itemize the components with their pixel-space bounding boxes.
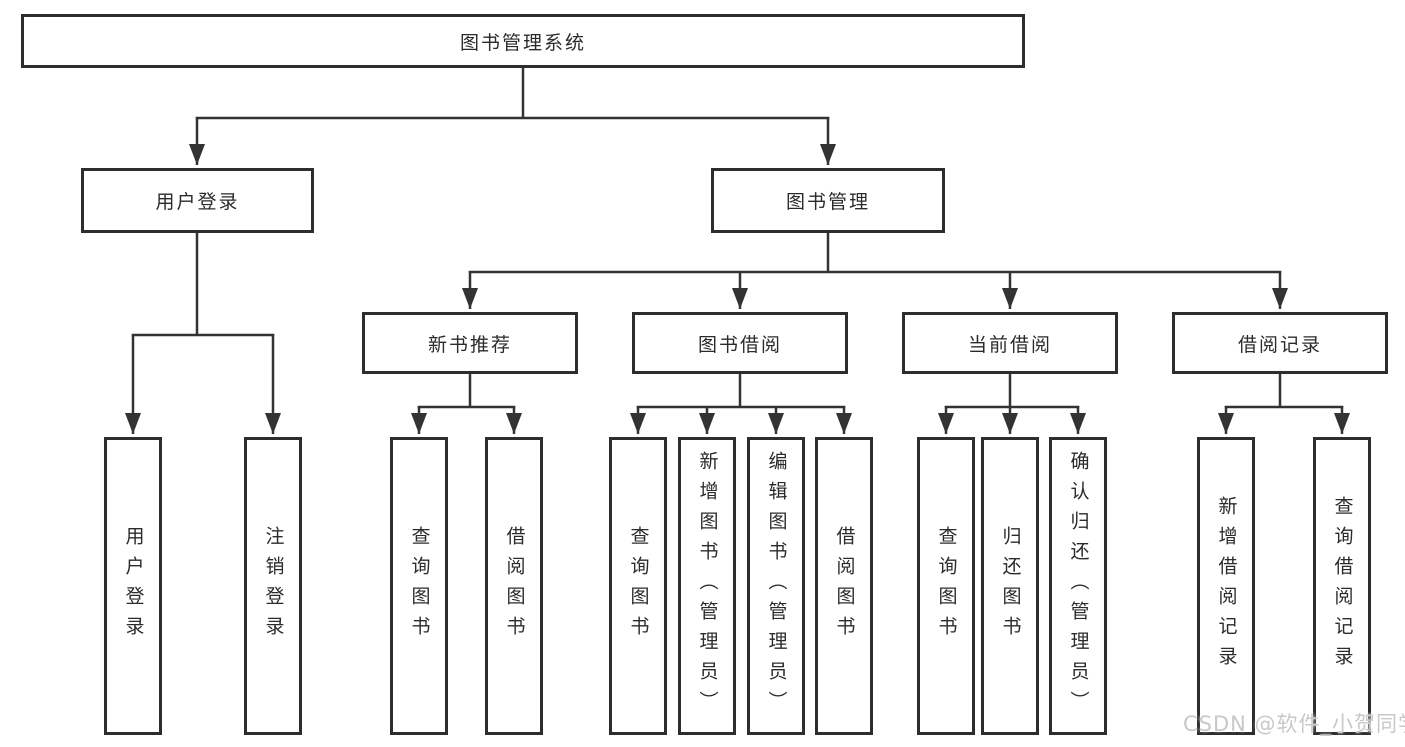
node-leaf-add-borrow-record: 新增借阅记录 <box>1197 437 1255 735</box>
csdn-watermark: CSDN @软件_小贺同学 <box>1183 712 1405 736</box>
node-leaf-logout: 注销登录 <box>244 437 302 735</box>
node-user-login-label: 用户登录 <box>155 191 240 213</box>
node-leaf-query-book-recommend-label: 查询图书 <box>408 526 431 646</box>
node-leaf-borrow-book-recommend-label: 借阅图书 <box>503 526 526 646</box>
node-leaf-borrow-book: 借阅图书 <box>815 437 873 735</box>
node-leaf-edit-book-admin: 编辑图书（管理员） <box>747 437 805 735</box>
node-leaf-query-book-current-label: 查询图书 <box>935 526 958 646</box>
node-leaf-user-login: 用户登录 <box>104 437 162 735</box>
node-book-borrow: 图书借阅 <box>632 312 848 374</box>
node-user-login: 用户登录 <box>81 168 314 233</box>
node-leaf-query-borrow-record: 查询借阅记录 <box>1313 437 1371 735</box>
node-leaf-return-book-label: 归还图书 <box>999 526 1022 646</box>
node-leaf-query-borrow-record-label: 查询借阅记录 <box>1331 496 1354 676</box>
node-leaf-query-book-borrow-label: 查询图书 <box>627 526 650 646</box>
node-book-management-label: 图书管理 <box>785 191 870 213</box>
node-leaf-confirm-return-admin-label: 确认归还（管理员） <box>1067 451 1090 721</box>
node-leaf-borrow-book-recommend: 借阅图书 <box>485 437 543 735</box>
node-book-borrow-label: 图书借阅 <box>697 333 782 356</box>
node-new-book-recommend: 新书推荐 <box>362 312 578 374</box>
node-book-management: 图书管理 <box>711 168 945 233</box>
node-library-system: 图书管理系统 <box>21 14 1025 68</box>
node-borrow-records: 借阅记录 <box>1172 312 1388 374</box>
node-leaf-logout-label: 注销登录 <box>262 526 285 646</box>
node-leaf-confirm-return-admin: 确认归还（管理员） <box>1049 437 1107 735</box>
node-leaf-borrow-book-label: 借阅图书 <box>833 526 856 646</box>
node-new-book-recommend-label: 新书推荐 <box>427 333 512 356</box>
node-leaf-query-book-borrow: 查询图书 <box>609 437 667 735</box>
node-leaf-edit-book-admin-label: 编辑图书（管理员） <box>765 451 788 721</box>
node-library-system-label: 图书管理系统 <box>459 31 586 54</box>
node-current-borrow-label: 当前借阅 <box>967 333 1052 356</box>
node-leaf-add-book-admin: 新增图书（管理员） <box>678 437 736 735</box>
node-leaf-query-book-current: 查询图书 <box>917 437 975 735</box>
node-leaf-query-book-recommend: 查询图书 <box>390 437 448 735</box>
node-leaf-return-book: 归还图书 <box>981 437 1039 735</box>
node-current-borrow: 当前借阅 <box>902 312 1118 374</box>
node-leaf-add-book-admin-label: 新增图书（管理员） <box>696 451 719 721</box>
node-leaf-user-login-label: 用户登录 <box>122 526 145 646</box>
node-leaf-add-borrow-record-label: 新增借阅记录 <box>1215 496 1238 676</box>
node-borrow-records-label: 借阅记录 <box>1237 333 1322 356</box>
